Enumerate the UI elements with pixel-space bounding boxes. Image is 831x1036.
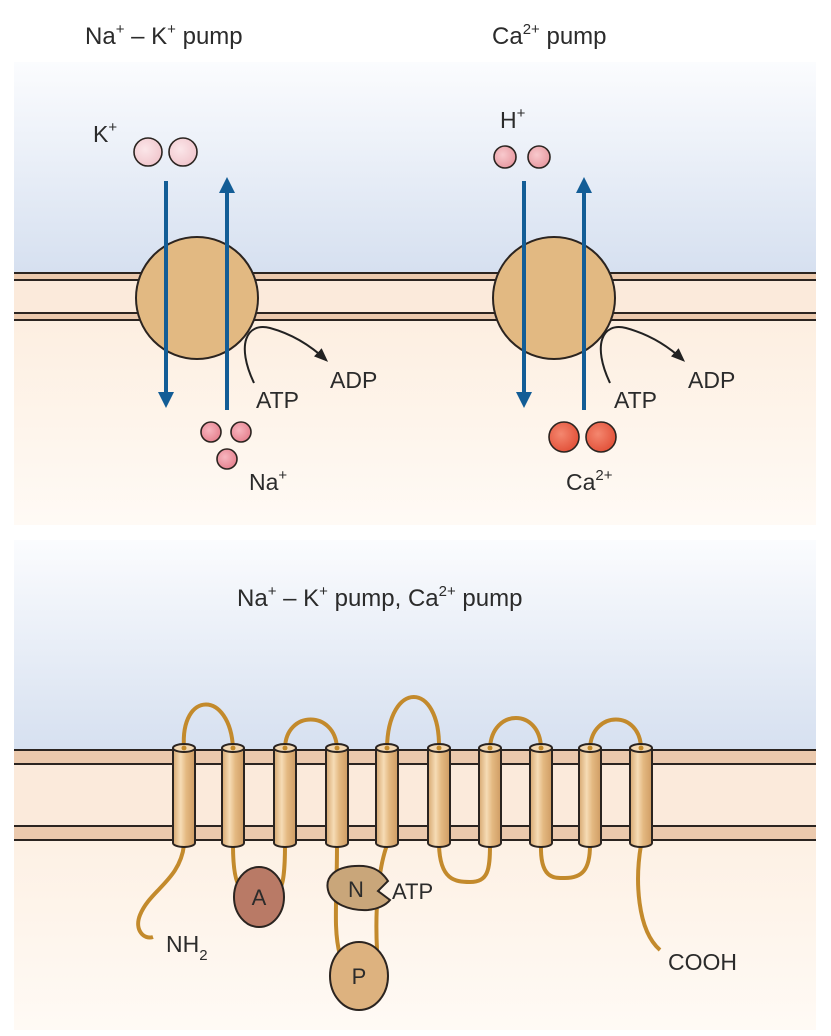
a-domain [233,866,285,928]
top-panel [14,62,816,525]
helix [172,743,196,848]
atp-hydrolysis-arrow [599,326,686,384]
na-ion [200,421,222,443]
n-terminus-label: NH2 [166,931,208,964]
helix [325,743,349,848]
extracellular-loop [588,717,643,749]
h-ion [527,145,551,169]
extracellular-region [14,62,816,272]
transmembrane-helices [172,743,653,848]
a-domain-label: A [252,885,267,910]
polypeptide-chain [136,695,662,956]
helix [221,743,245,848]
atp-binding-label: ATP [392,879,433,904]
atp-hydrolysis-arrow [243,326,329,384]
n-domain-label: N [348,877,364,902]
topology-title: Na+ – K+ pump, Ca2+ pump [237,583,522,612]
cytoplasmic-loop [538,844,592,881]
k-ion [168,137,198,167]
na-ion [216,448,238,470]
extracellular-loop [283,717,339,749]
cytoplasmic-loop [333,844,342,956]
ca-pump-panel: Ca2+ pump H+ ATP ADP Ca2+ [492,21,735,495]
extracellular-loop [181,702,235,749]
ca-pump-protein [492,236,616,360]
cytoplasmic-loop [437,844,492,885]
helix [273,743,297,848]
c-terminal-tail [636,844,662,952]
n-terminal-tail [136,844,186,940]
ca-ion-label: Ca2+ [566,467,613,495]
extracellular-loop [488,716,543,749]
na-ion [230,421,252,443]
membrane [14,749,816,841]
extracellular-loop [385,695,442,749]
p-domain-label: P [352,964,367,989]
na-k-pump-title: Na+ – K+ pump [85,21,243,50]
h-ion [493,145,517,169]
k-ion-label: K+ [93,119,117,147]
topology-panel: Na+ – K+ pump, Ca2+ pump [14,540,816,1030]
adp-label: ADP [330,367,377,393]
ca-ion [548,421,580,453]
helix [529,743,553,848]
na-k-pump-panel: Na+ – K+ pump K+ ATP ADP Na+ [85,21,377,495]
membrane [14,272,816,321]
extracellular-region [14,540,816,750]
helix [478,743,502,848]
ca-pump-title: Ca2+ pump [492,21,607,50]
helix [578,743,602,848]
atp-label: ATP [256,387,299,413]
n-domain [326,864,392,912]
helix [427,743,451,848]
k-ion [133,137,163,167]
na-ion-label: Na+ [249,467,287,495]
c-terminus-label: COOH [668,949,737,975]
ca-ion [585,421,617,453]
na-k-pump-protein [135,236,259,360]
helix [629,743,653,848]
helix [375,743,399,848]
h-ion-label: H+ [500,105,526,133]
adp-label: ADP [688,367,735,393]
atp-label: ATP [614,387,657,413]
p-domain [329,941,389,1011]
